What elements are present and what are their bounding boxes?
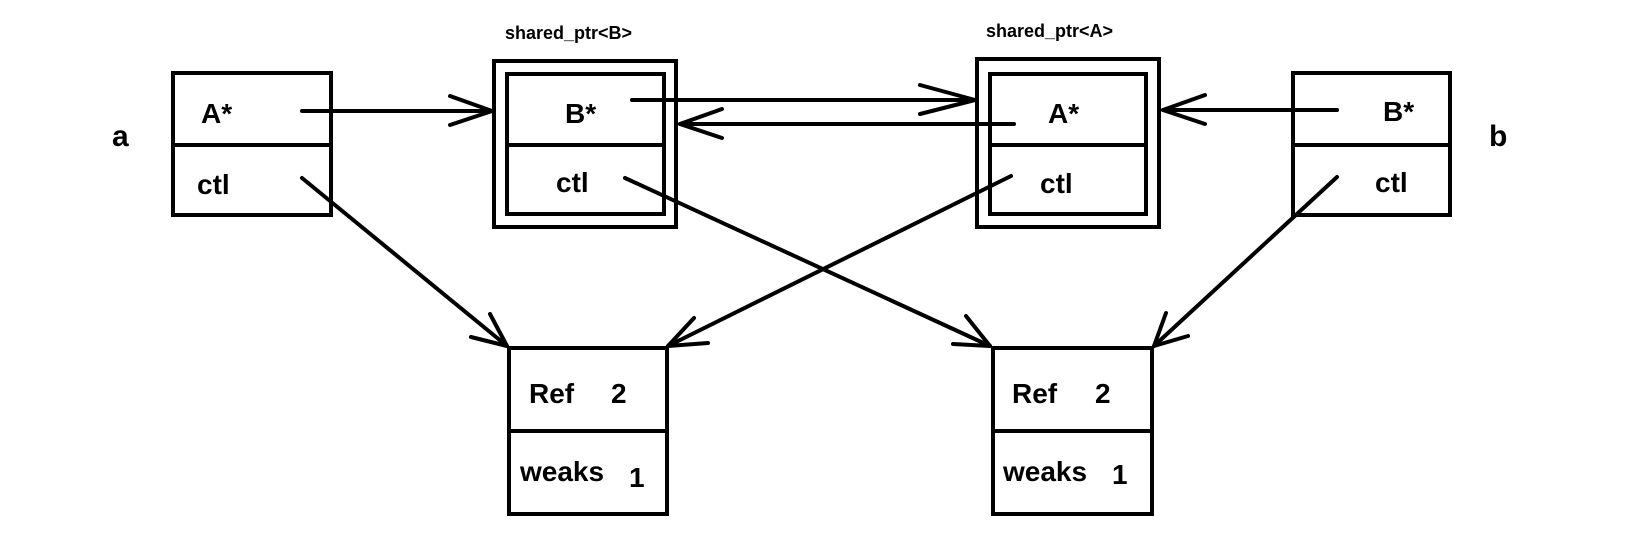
arrow-b-to-shared-ptr-a — [1161, 93, 1339, 126]
control-right-weaks-value: 1 — [1112, 459, 1128, 490]
arrow-a-node-ctl-to-left-control — [666, 174, 1013, 348]
variable-a-label: a — [112, 120, 129, 153]
arrow-a-field-to-shared-ptr-b — [678, 107, 1016, 140]
control-block-left: Ref 2 weaks 1 — [507, 346, 669, 516]
pointer-a-box: A* ctl — [171, 71, 333, 217]
shared-ptr-b-node: shared_ptr<B> B* ctl — [492, 23, 678, 229]
pointer-a-field2: ctl — [197, 169, 230, 200]
shared-ptr-a-field1: A* — [1048, 98, 1079, 129]
control-left-weaks-label: weaks — [519, 456, 604, 487]
arrow-pointer-b-ctl-to-right-control — [1152, 175, 1339, 348]
shared-ptr-b-field2: ctl — [556, 167, 589, 198]
shared-ptr-b-caption: shared_ptr<B> — [505, 23, 632, 43]
control-right-ref-label: Ref — [1012, 378, 1058, 409]
shared-ptr-b-field1: B* — [565, 98, 596, 129]
arrow-b-ctl-to-right-control — [623, 176, 992, 348]
arrow-a-ctl-to-left-control — [300, 176, 509, 348]
control-left-weaks-value: 1 — [629, 462, 645, 493]
control-left-ref-value: 2 — [611, 378, 627, 409]
arrow-b-field-to-shared-ptr-a — [630, 83, 977, 116]
control-left-ref-label: Ref — [529, 378, 575, 409]
arrow-a-to-shared-ptr-b — [300, 94, 494, 127]
variable-b-label: b — [1489, 120, 1507, 153]
shared-ptr-a-node: shared_ptr<A> A* ctl — [975, 21, 1161, 229]
shared-ptr-a-caption: shared_ptr<A> — [986, 21, 1113, 41]
control-block-right: Ref 2 weaks 1 — [991, 346, 1154, 516]
control-right-ref-value: 2 — [1095, 378, 1111, 409]
pointer-a-field1: A* — [201, 98, 232, 129]
shared-ptr-a-field2: ctl — [1040, 168, 1073, 199]
pointer-b-field1: B* — [1383, 96, 1414, 127]
control-right-weaks-label: weaks — [1002, 456, 1087, 487]
pointer-b-box: B* ctl — [1291, 71, 1452, 217]
pointer-b-field2: ctl — [1375, 167, 1408, 198]
